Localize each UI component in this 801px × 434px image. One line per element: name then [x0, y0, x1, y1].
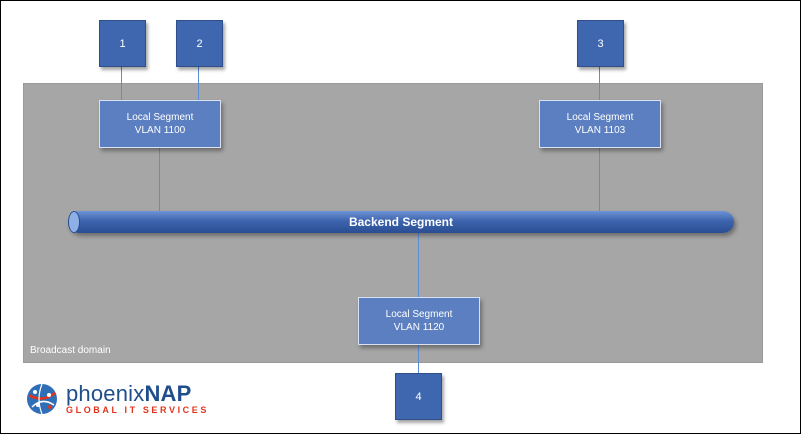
- backend-segment-label: Backend Segment: [348, 215, 454, 229]
- connector-node3-segment: [599, 67, 600, 100]
- connector-right-segment-backend: [599, 148, 600, 212]
- node-4: 4: [395, 373, 442, 420]
- segment-right-title: Local Segment: [566, 112, 634, 123]
- logo-text: phoenixNAP GLOBAL IT SERVICES: [66, 383, 209, 415]
- node-2: 2: [176, 20, 223, 67]
- backend-segment-pipe: Backend Segment: [68, 211, 734, 233]
- globe-network-icon: [27, 383, 57, 415]
- node-3: 3: [577, 20, 624, 67]
- node-3-label: 3: [597, 37, 604, 50]
- connector-node2-segment: [198, 67, 199, 100]
- local-segment-vlan-1103: Local Segment VLAN 1103: [539, 100, 661, 148]
- local-segment-vlan-1100: Local Segment VLAN 1100: [99, 100, 221, 148]
- connector-node1-segment: [121, 67, 122, 100]
- local-segment-vlan-1120: Local Segment VLAN 1120: [358, 297, 480, 345]
- node-4-label: 4: [415, 390, 422, 403]
- segment-right-vlan: VLAN 1103: [574, 125, 626, 136]
- node-1-label: 1: [119, 37, 126, 50]
- logo-brand-phoenix: phoenix: [66, 381, 145, 406]
- connector-backend-bottom-segment: [418, 232, 419, 298]
- connector-bottom-segment-node4: [418, 344, 419, 374]
- logo-wordmark: phoenixNAP: [66, 383, 209, 405]
- logo-tagline: GLOBAL IT SERVICES: [66, 405, 209, 415]
- segment-bottom-vlan: VLAN 1120: [393, 322, 445, 333]
- logo-brand-nap: NAP: [144, 381, 192, 406]
- pipe-end-cap: [68, 211, 80, 233]
- node-2-label: 2: [196, 37, 203, 50]
- connector-left-segment-backend: [159, 148, 160, 212]
- segment-left-vlan: VLAN 1100: [134, 125, 186, 136]
- node-1: 1: [99, 20, 146, 67]
- broadcast-domain-label: Broadcast domain: [30, 345, 111, 356]
- phoenixnap-logo: phoenixNAP GLOBAL IT SERVICES: [24, 381, 209, 417]
- segment-bottom-title: Local Segment: [385, 309, 453, 320]
- segment-left-title: Local Segment: [126, 112, 194, 123]
